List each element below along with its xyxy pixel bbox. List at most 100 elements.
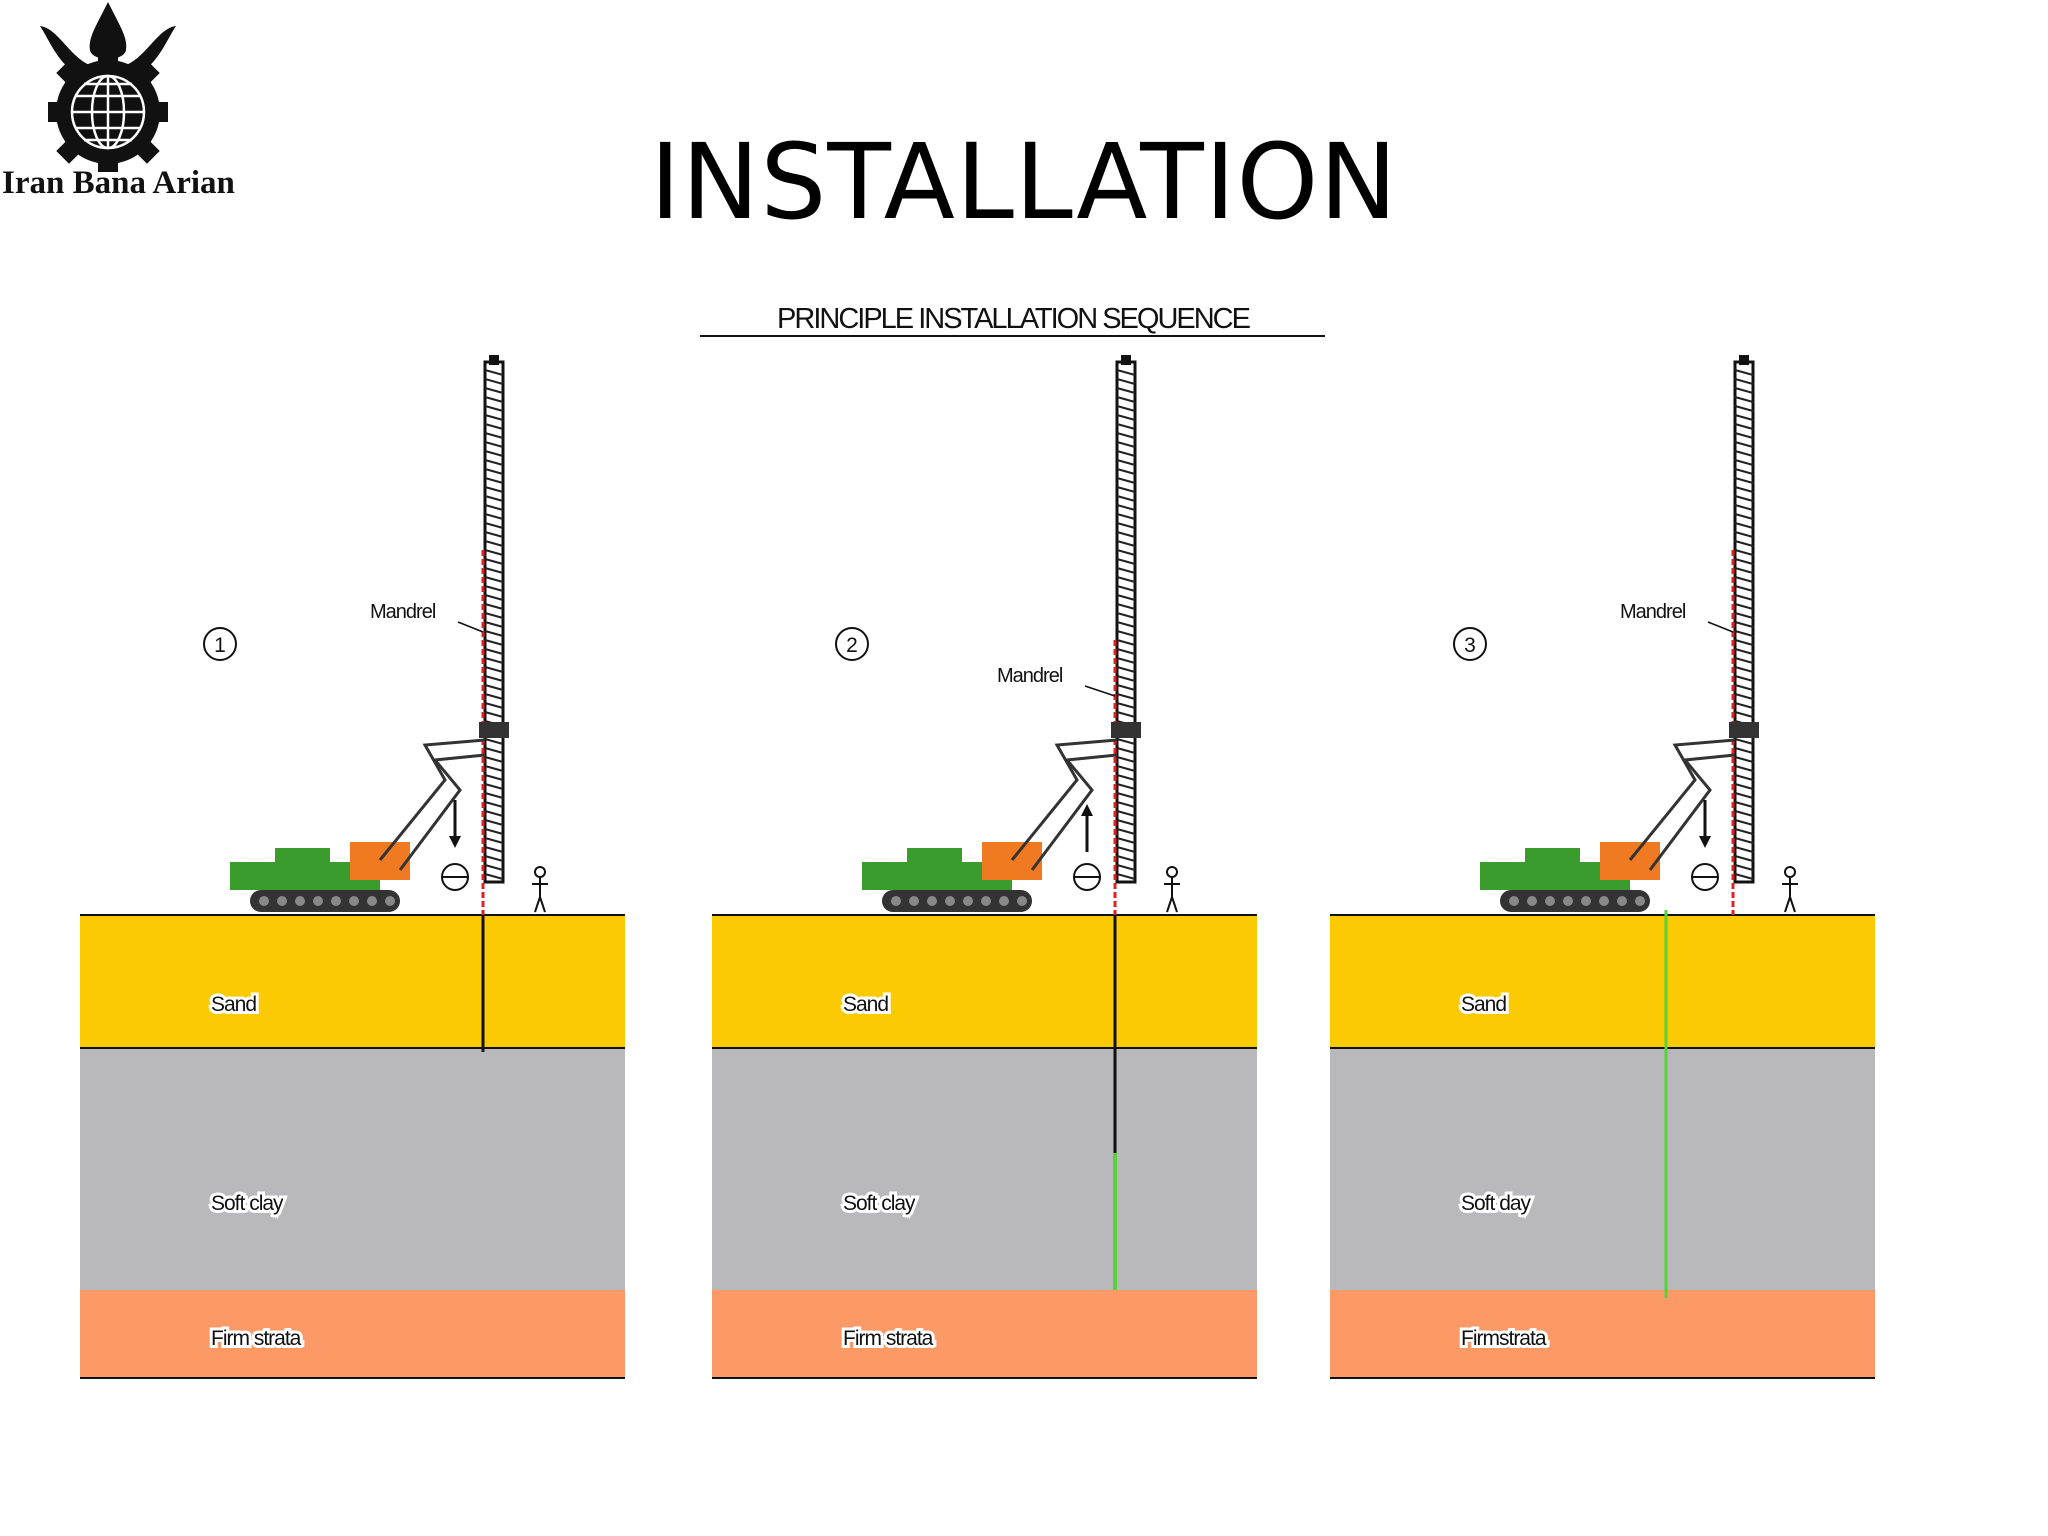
mast-lattice [1116, 675, 1136, 682]
excavator-track [882, 890, 1032, 912]
track-wheel [1017, 896, 1027, 906]
mast-lattice [1116, 522, 1136, 529]
mast-lattice [1734, 450, 1754, 457]
mast-lattice [1116, 567, 1136, 574]
sand-layer [1330, 915, 1875, 1048]
track-wheel [385, 896, 395, 906]
mast-lattice [1116, 387, 1136, 394]
mast-lattice [1116, 864, 1136, 871]
mast-lattice [1734, 864, 1754, 871]
mast-lattice [484, 738, 504, 745]
mast-lattice [484, 657, 504, 664]
mast-lattice [1116, 747, 1136, 754]
mast-lattice [1734, 567, 1754, 574]
mast-lattice [484, 783, 504, 790]
mast-lattice [484, 531, 504, 538]
mast-lattice [484, 684, 504, 691]
mast-lattice [1734, 621, 1754, 628]
track-wheel [945, 896, 955, 906]
mast-lattice [1116, 504, 1136, 511]
globe-icon [70, 74, 146, 150]
mast-lattice [484, 846, 504, 853]
mast-lattice [1116, 513, 1136, 520]
mast-lattice [1116, 495, 1136, 502]
mast-lattice [484, 693, 504, 700]
excavator-track [1500, 890, 1650, 912]
mast-lattice [1116, 540, 1136, 547]
track-wheel [891, 896, 901, 906]
mast-lattice [1116, 846, 1136, 853]
mast-lattice [1734, 594, 1754, 601]
excavator-cab [982, 842, 1042, 880]
soft-clay-layer [80, 1048, 625, 1290]
mast-lattice [1116, 873, 1136, 880]
excavator-boom [1030, 753, 1118, 871]
mast-lattice [1734, 549, 1754, 556]
step-number: 1 [214, 634, 226, 657]
track-wheel [1545, 896, 1555, 906]
mast-lattice [484, 801, 504, 808]
mast-lattice [1734, 396, 1754, 403]
track-wheel [259, 896, 269, 906]
mast-lattice [1116, 369, 1136, 376]
mast-lattice [1116, 666, 1136, 673]
soil-label: Firm strata [211, 1327, 302, 1350]
mast-lattice [484, 477, 504, 484]
mast-lattice [484, 405, 504, 412]
mast-lattice [484, 432, 504, 439]
mast-lattice [1116, 783, 1136, 790]
step-circle [1453, 627, 1487, 661]
track-wheel [927, 896, 937, 906]
mast-lattice [1734, 630, 1754, 637]
mast-lattice [484, 495, 504, 502]
mast-lattice [1734, 387, 1754, 394]
mast-lattice [484, 567, 504, 574]
mandrel-leader [1707, 621, 1734, 633]
mast-lattice [484, 396, 504, 403]
mast-lattice [1116, 441, 1136, 448]
excavator-cab-top [1525, 848, 1580, 864]
mast-lattice [1116, 684, 1136, 691]
mast-lattice [484, 594, 504, 601]
mast-lattice [1734, 648, 1754, 655]
excavator-track [250, 890, 400, 912]
mast-lattice [1734, 423, 1754, 430]
mast-lattice [1734, 792, 1754, 799]
mast-lattice [1116, 603, 1136, 610]
track-wheel [331, 896, 341, 906]
track-wheel [1527, 896, 1537, 906]
excavator-cab [1600, 842, 1660, 880]
mast-lattice [1116, 396, 1136, 403]
mast-lattice [1116, 486, 1136, 493]
mast-lattice [484, 441, 504, 448]
soil-label: Sand [843, 993, 888, 1016]
track-wheel [277, 896, 287, 906]
mast-lattice [1734, 693, 1754, 700]
mast-lattice [484, 639, 504, 646]
mast-lattice [484, 837, 504, 844]
mast-lattice [1116, 594, 1136, 601]
track-wheel [981, 896, 991, 906]
mast-lattice [1116, 702, 1136, 709]
mast-lattice [1734, 486, 1754, 493]
mandrel-label: Mandrel [1620, 601, 1686, 623]
mast-lattice [484, 828, 504, 835]
mast-lattice [1116, 450, 1136, 457]
rig-clamp [1111, 722, 1141, 738]
excavator-boom [378, 738, 486, 861]
worker-icon [1166, 866, 1178, 878]
sand-layer [80, 915, 625, 1048]
worker-icon [534, 866, 546, 878]
mast-lattice [484, 603, 504, 610]
mast-lattice [1734, 828, 1754, 835]
mast-lattice [1734, 378, 1754, 385]
mast-lattice [484, 747, 504, 754]
mast-lattice [1116, 855, 1136, 862]
step-circle [203, 627, 237, 661]
track-wheel [909, 896, 919, 906]
mast-lattice [1116, 612, 1136, 619]
mast-lattice [1734, 414, 1754, 421]
mast-lattice [1734, 738, 1754, 745]
